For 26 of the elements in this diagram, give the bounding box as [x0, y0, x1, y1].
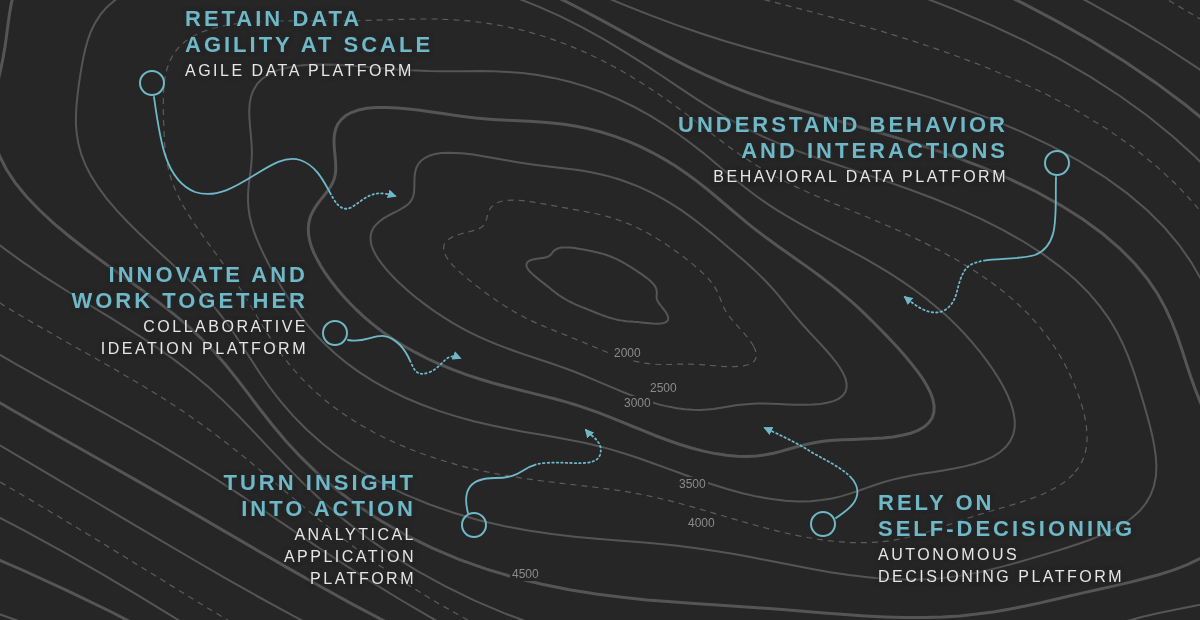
elevation-label: 3000 — [622, 396, 653, 410]
arrow — [903, 176, 1057, 314]
callout-heading: INNOVATE AND WORK TOGETHER — [70, 262, 308, 314]
elevation-label: 4500 — [510, 567, 541, 581]
callout-subtitle: BEHAVIORAL DATA PLATFORM — [712, 167, 1008, 187]
callout-subtitle: ANALYTICAL APPLICATION PLATFORM — [282, 525, 416, 589]
marker-circle — [810, 511, 836, 537]
arrow — [347, 335, 462, 375]
marker-circle — [322, 320, 348, 346]
arrow — [153, 96, 397, 210]
callout-subtitle: AGILE DATA PLATFORM — [185, 61, 415, 81]
arrow — [763, 426, 859, 519]
marker-circle — [461, 512, 487, 538]
callout-subtitle: AUTONOMOUS DECISIONING PLATFORM — [878, 545, 1126, 587]
elevation-label: 2500 — [648, 381, 679, 395]
callout-heading: UNDERSTAND BEHAVIOR AND INTERACTIONS — [677, 112, 1008, 164]
elevation-label: 4000 — [686, 516, 717, 530]
marker-circle — [1044, 150, 1070, 176]
elevation-label: 3500 — [677, 477, 708, 491]
callout-heading: TURN INSIGHT INTO ACTION — [222, 470, 416, 522]
callout-heading: RELY ON SELF-DECISIONING — [878, 490, 1136, 542]
marker-circle — [139, 70, 165, 96]
elevation-label: 2000 — [612, 346, 643, 360]
arrow — [465, 428, 602, 514]
callout-heading: RETAIN DATA AGILITY AT SCALE — [185, 6, 435, 58]
callout-subtitle: COLLABORATIVE IDEATION PLATFORM — [99, 317, 308, 359]
